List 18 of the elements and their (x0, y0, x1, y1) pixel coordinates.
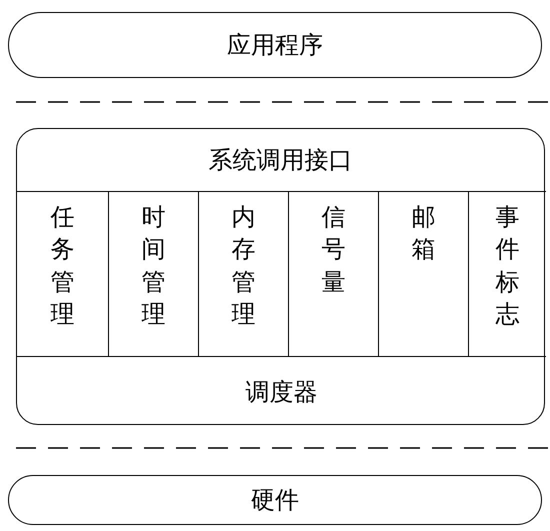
module-column (288, 191, 378, 356)
heading-text: 系统调用接口 (208, 147, 352, 176)
module-label: 时间管理 (142, 204, 166, 330)
layer-label: 调度器 (246, 378, 318, 408)
kernel-box (16, 128, 545, 425)
module-label: 邮箱 (412, 204, 436, 266)
layer-band (8, 12, 542, 78)
module-label: 事件标志 (496, 204, 520, 330)
module-column (468, 191, 546, 356)
layer-band (8, 475, 542, 525)
layer-label: 硬件 (251, 487, 299, 516)
module-label: 任务管理 (50, 204, 74, 330)
module-column (378, 191, 468, 356)
module-column (108, 191, 198, 356)
module-label: 内存管理 (232, 204, 256, 330)
module-column (198, 191, 288, 356)
module-label: 信号量 (322, 204, 346, 298)
layer-label: 应用程序 (227, 32, 323, 61)
